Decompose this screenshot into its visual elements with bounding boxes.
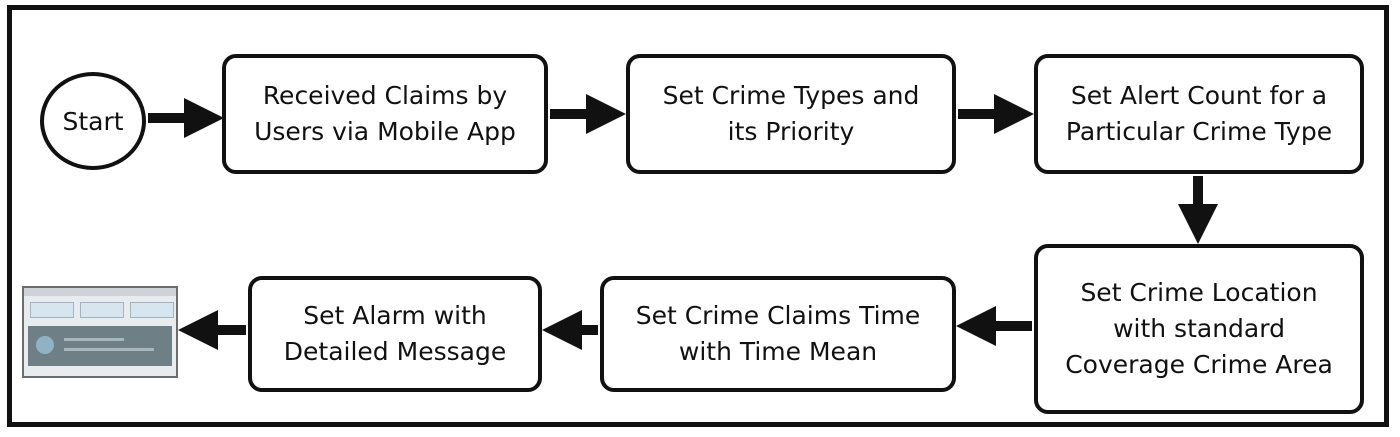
screenshot-thumbnail [22,286,178,378]
step-set-claims-time: Set Crime Claims Time with Time Mean [600,276,956,392]
thumbnail-line [64,348,154,351]
step-set-alert-count: Set Alert Count for a Particular Crime T… [1034,54,1364,174]
thumbnail-tile [80,302,124,318]
thumbnail-map-icon [36,336,54,354]
thumbnail-line [64,338,124,341]
step-set-claims-time-label: Set Crime Claims Time with Time Mean [635,300,921,366]
thumbnail-titlebar [24,288,176,296]
start-label: Start [62,106,124,136]
step-set-crime-types: Set Crime Types and its Priority [626,54,956,174]
step-set-crime-location-label: Set Crime Location with standard Coverag… [1065,277,1333,380]
step-received-claims: Received Claims by Users via Mobile App [222,54,548,174]
step-received-claims-label: Received Claims by Users via Mobile App [254,80,516,146]
step-set-alert-count-label: Set Alert Count for a Particular Crime T… [1065,80,1333,146]
thumbnail-tile [30,302,74,318]
step-set-crime-types-label: Set Crime Types and its Priority [662,80,920,146]
thumbnail-tile [130,302,174,318]
start-node: Start [40,72,146,170]
step-set-alarm-label: Set Alarm with Detailed Message [283,300,507,366]
step-set-crime-location: Set Crime Location with standard Coverag… [1034,244,1364,414]
step-set-alarm: Set Alarm with Detailed Message [248,276,542,392]
